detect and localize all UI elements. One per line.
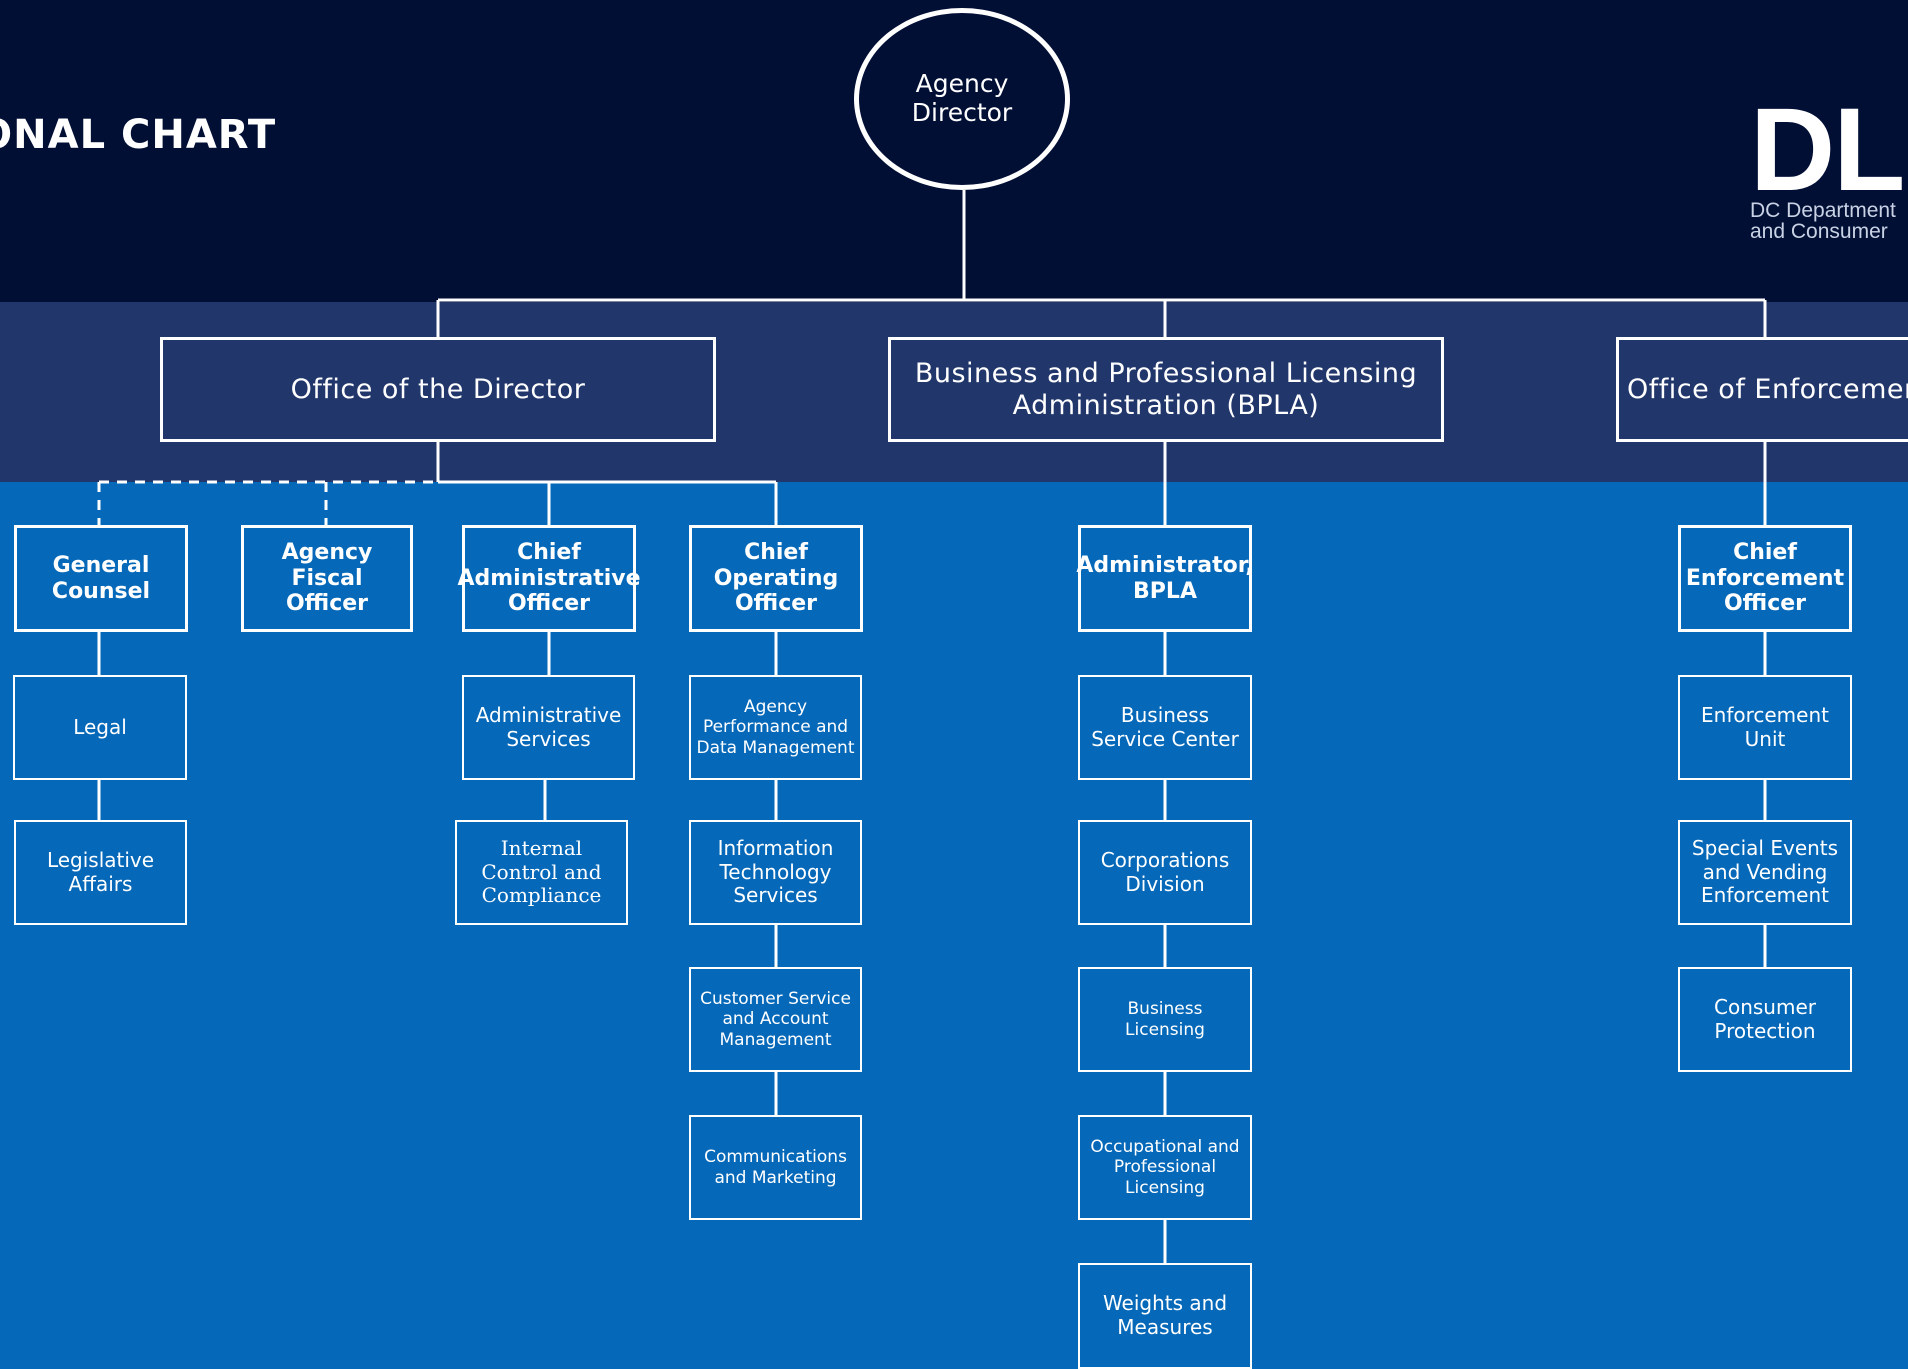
consumer-protection-node: Consumer Protection [1678,967,1852,1072]
corporations-division-node: Corporations Division [1078,820,1252,925]
customer-service-node: Customer Service and Account Management [689,967,862,1072]
administrative-services-node: Administrative Services [462,675,635,780]
chief-operating-officer-node: Chief Operating Officer [689,525,863,632]
legislative-affairs-node: Legislative Affairs [14,820,187,925]
internal-control-compliance-node: Internal Control and Compliance [455,820,628,925]
administrator-bpla-node: Administrator, BPLA [1076,525,1254,632]
performance-data-management-node: Agency Performance and Data Management [689,675,862,780]
agency-logo-subtitle: DC Department and Consumer [1750,200,1896,242]
office-of-enforcement-node: Office of Enforcement [1616,337,1908,442]
agency-fiscal-officer-node: Agency Fiscal Officer [241,525,413,632]
logo-subtitle-line-2: and Consumer [1750,220,1888,243]
general-counsel-node: General Counsel [14,525,188,632]
communications-marketing-node: Communications and Marketing [689,1115,862,1220]
enforcement-unit-node: Enforcement Unit [1678,675,1852,780]
agency-director-node: Agency Director [854,8,1070,190]
occupational-licensing-node: Occupational and Professional Licensing [1078,1115,1252,1220]
chief-enforcement-officer-node: Chief Enforcement Officer [1678,525,1852,632]
business-service-center-node: Business Service Center [1078,675,1252,780]
business-licensing-node: Business Licensing [1078,967,1252,1072]
chief-administrative-officer-node: Chief Administrative Officer [457,525,641,632]
logo-subtitle-line-1: DC Department [1750,199,1896,222]
legal-unit-node: Legal [13,675,187,780]
office-of-the-director-node: Office of the Director [160,337,716,442]
chart-title: TIONAL CHART [0,112,277,158]
bpla-office-node: Business and Professional Licensing Admi… [888,337,1444,442]
agency-logo: DL [1750,84,1905,216]
it-services-node: Information Technology Services [689,820,862,925]
special-events-vending-node: Special Events and Vending Enforcement [1678,820,1852,925]
weights-measures-node: Weights and Measures [1078,1263,1252,1369]
